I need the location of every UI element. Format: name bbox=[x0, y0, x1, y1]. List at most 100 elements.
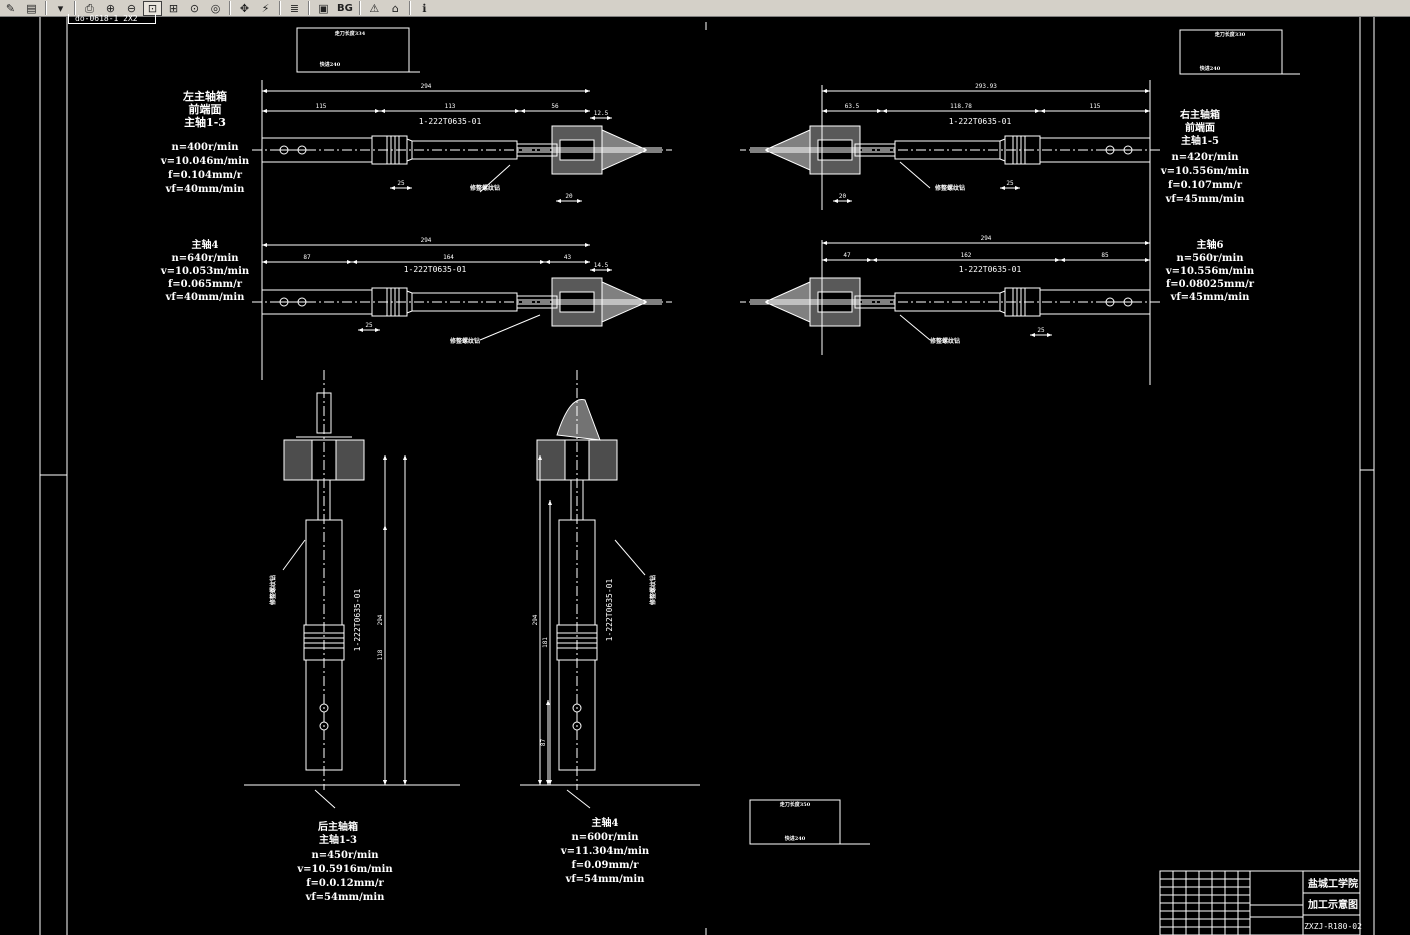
layers-icon[interactable]: ▤ bbox=[26, 1, 37, 15]
dimension-text: 118.78 bbox=[950, 103, 972, 110]
document-icon[interactable]: ▣ bbox=[318, 1, 329, 15]
tool-vert-right-neck bbox=[570, 479, 584, 521]
info-icon[interactable]: ℹ bbox=[422, 1, 427, 15]
spindle-params-ur-line: f=0.107mm/r bbox=[1168, 180, 1243, 191]
dimension-text: 115 bbox=[316, 103, 327, 110]
toolbar-separator bbox=[358, 1, 361, 15]
spindle-label-ul-line: 主轴1-3 bbox=[184, 115, 226, 129]
spindle-params-ur-line: n=420r/min bbox=[1171, 152, 1239, 163]
dimension-text: 56 bbox=[551, 103, 559, 110]
dimension-arrow bbox=[833, 199, 852, 203]
lightning-icon[interactable]: ⚡ bbox=[261, 1, 270, 15]
dimension-text: 293.93 bbox=[975, 83, 997, 90]
tool-note: 修整螺纹钻 bbox=[929, 337, 960, 345]
spindle-params-ul-line: f=0.104mm/r bbox=[168, 170, 243, 181]
toolbar-separator bbox=[229, 1, 231, 15]
spindle-label-ul-line: 左主轴箱 bbox=[182, 89, 227, 103]
dimension-text: 63.5 bbox=[845, 103, 860, 110]
zoom-out-icon[interactable]: ⊖ bbox=[126, 1, 137, 15]
leader bbox=[614, 539, 646, 576]
dimension-text: 87 bbox=[540, 739, 547, 747]
tool-vert-left-hole bbox=[319, 703, 329, 713]
toolbar-separator bbox=[408, 1, 411, 15]
spindle-params-ur-line: vf=45mm/min bbox=[1165, 194, 1246, 205]
spindle-label-bm-line: 主轴4 bbox=[592, 816, 619, 829]
leader bbox=[479, 164, 511, 193]
tool-code-label: 1-222T0635-01 bbox=[353, 589, 362, 652]
toolbar-separator bbox=[308, 1, 310, 15]
tool-note: 修整螺纹钻 bbox=[449, 337, 480, 345]
tool-upper-right-collar bbox=[1004, 135, 1041, 165]
tool-upper-right-chamfer bbox=[999, 138, 1006, 162]
tool-mid-right-chamfer bbox=[999, 290, 1006, 314]
tool-vert-left-neck bbox=[317, 479, 331, 521]
dimension-text: 25 bbox=[1037, 327, 1045, 334]
ref-box-text: 走刀长度330 bbox=[1214, 31, 1246, 38]
dimension-text: 47 bbox=[843, 252, 851, 259]
tool-note: 修整螺纹钻 bbox=[269, 575, 277, 606]
drawing-tab-label: do-0618-1 2X2 bbox=[68, 14, 156, 24]
spindle-label-ml-line: vf=40mm/min bbox=[165, 292, 246, 303]
dimension-text: 87 bbox=[303, 254, 311, 261]
dimension-arrow bbox=[590, 116, 612, 120]
ref-box-text: 快进240 bbox=[319, 61, 341, 68]
home-icon[interactable]: ⌂ bbox=[391, 1, 399, 15]
spindle-label-mr-line: vf=45mm/min bbox=[1170, 292, 1251, 303]
title-block-school: 盐城工学院 bbox=[1308, 877, 1358, 890]
dimension-arrow bbox=[1000, 186, 1020, 190]
ref-box-text: 走刀长度334 bbox=[334, 30, 366, 37]
dimension-text: 25 bbox=[1006, 180, 1014, 187]
dropdown-icon[interactable]: ▾ bbox=[57, 1, 64, 15]
leader bbox=[479, 314, 541, 341]
zoom-extents-icon[interactable]: ⊞ bbox=[168, 1, 179, 15]
spindle-label-ul-line: 前端面 bbox=[189, 102, 222, 116]
zoom-previous-icon[interactable]: ◎ bbox=[210, 1, 221, 15]
dimension-arrow bbox=[1030, 333, 1052, 337]
layers-stack-icon[interactable]: ≣ bbox=[289, 1, 300, 15]
spindle-params-bl-line: v=10.5916m/min bbox=[296, 864, 393, 875]
tool-code-label: 1-222T0635-01 bbox=[419, 117, 482, 126]
title-block-title: 加工示意图 bbox=[1307, 898, 1358, 911]
spindle-label-bm-line: f=0.09mm/r bbox=[571, 860, 639, 871]
zoom-window-icon[interactable]: ⊡ bbox=[143, 0, 162, 16]
tool-note: 修整螺纹钻 bbox=[649, 575, 657, 606]
warning-icon[interactable]: ⚠ bbox=[369, 1, 380, 15]
dimension-arrow bbox=[358, 328, 380, 332]
spindle-label-ur-line: 右主轴箱 bbox=[1179, 108, 1220, 121]
tool-mid-left-chamfer bbox=[406, 290, 413, 314]
spindle-label-mr-line: v=10.556m/min bbox=[1165, 266, 1255, 277]
spindle-label-mr-line: f=0.08025mm/r bbox=[1166, 279, 1255, 290]
vert-right-workpiece bbox=[556, 398, 601, 441]
toolbar-separator bbox=[279, 1, 281, 15]
dimension-text: 164 bbox=[443, 254, 454, 261]
zoom-in-icon[interactable]: ⊕ bbox=[105, 1, 116, 15]
tool-vert-left-shank bbox=[305, 659, 343, 771]
tool-code-label: 1-222T0635-01 bbox=[959, 265, 1022, 274]
dimension-arrow bbox=[390, 186, 412, 190]
tool-note: 修整螺纹钻 bbox=[934, 184, 965, 192]
leader bbox=[566, 789, 591, 809]
tool-code-label: 1-222T0635-01 bbox=[949, 117, 1012, 126]
spindle-label-mr-line: 主轴6 bbox=[1197, 238, 1224, 251]
spindle-label-bm-line: vf=54mm/min bbox=[565, 874, 646, 885]
dimension-text: 20 bbox=[565, 193, 573, 200]
tool-code-label: 1-222T0635-01 bbox=[404, 265, 467, 274]
pen-icon[interactable]: ✎ bbox=[5, 1, 16, 15]
dimension-text: 294 bbox=[532, 614, 539, 625]
spindle-label-ur-line: 主轴1-5 bbox=[1181, 134, 1219, 147]
spindle-label-ml-line: f=0.065mm/r bbox=[168, 279, 243, 290]
tool-vert-right-hole bbox=[572, 703, 582, 713]
print-icon[interactable]: ⎙ bbox=[85, 1, 94, 15]
spindle-label-bm-line: n=600r/min bbox=[571, 832, 639, 843]
spindle-label-ml-line: 主轴4 bbox=[192, 238, 219, 251]
dimension-text: 294 bbox=[377, 614, 384, 625]
zoom-realtime-icon[interactable]: ⊙ bbox=[189, 1, 200, 15]
ref-box-text: 快进240 bbox=[1199, 65, 1221, 72]
title-block-code: ZXZJ-R180-02 bbox=[1304, 922, 1362, 931]
pan-icon[interactable]: ✥ bbox=[239, 1, 250, 15]
bg-button[interactable]: BG bbox=[337, 2, 353, 14]
spindle-params-ul-line: v=10.046m/min bbox=[160, 156, 250, 167]
spindle-params-ul-line: n=400r/min bbox=[171, 142, 239, 153]
dimension-text: 118 bbox=[377, 649, 384, 660]
